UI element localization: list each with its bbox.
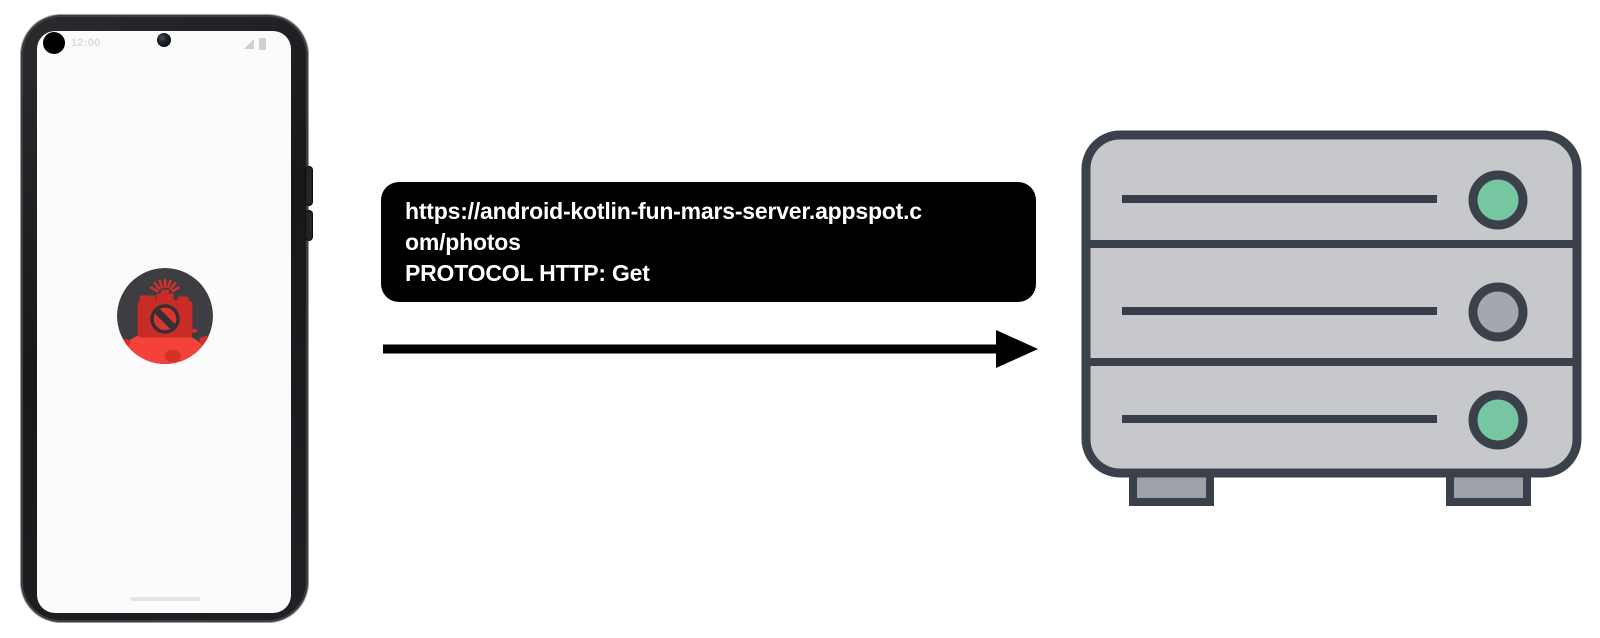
camera-punch-hole-icon xyxy=(157,33,171,47)
mars-photos-app-icon xyxy=(116,267,214,365)
server-body xyxy=(1081,130,1582,478)
phone-power-button xyxy=(306,167,312,205)
arrow-right-icon xyxy=(383,330,1038,368)
request-protocol-line: PROTOCOL HTTP: Get xyxy=(405,260,650,286)
request-url-box: https://android-kotlin-fun-mars-server.a… xyxy=(381,182,1036,302)
request-url-line-2: om/photos xyxy=(405,229,521,255)
phone-device: 12:00 xyxy=(21,15,312,622)
status-dot-icon xyxy=(43,32,65,54)
battery-icon xyxy=(259,38,266,50)
request-url-line-1: https://android-kotlin-fun-mars-server.a… xyxy=(405,198,922,224)
server-led-bottom-icon xyxy=(1468,390,1528,450)
signal-battery-icons xyxy=(244,38,266,50)
arrow-head xyxy=(996,330,1038,368)
server-icon xyxy=(1081,130,1582,506)
phone-volume-button xyxy=(306,211,312,240)
flash-rays xyxy=(150,278,180,293)
camera-icon xyxy=(137,278,193,338)
nav-handle xyxy=(130,597,200,601)
server-led-middle-icon xyxy=(1468,282,1528,342)
server-led-top-icon xyxy=(1468,170,1528,230)
signal-icon xyxy=(244,39,254,49)
lens-glare xyxy=(153,307,177,331)
phone-screen: 12:00 xyxy=(37,31,291,613)
status-time: 12:00 xyxy=(71,37,101,49)
